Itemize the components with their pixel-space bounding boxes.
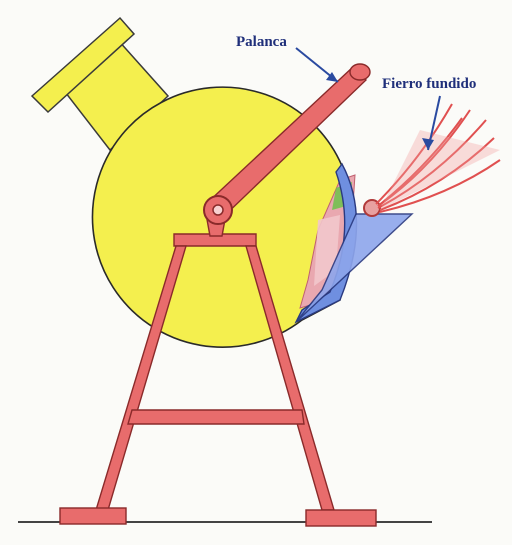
stream-glow [380, 130, 500, 210]
main-pivot [204, 196, 232, 224]
left-foot [60, 508, 126, 524]
label-lever: Palanca [236, 34, 287, 50]
lever-handle [350, 64, 370, 80]
right-foot [306, 510, 376, 526]
lever-callout-arrow [296, 48, 338, 82]
stand-cross-brace [128, 410, 304, 424]
label-molten-iron: Fierro fundido [382, 76, 476, 92]
